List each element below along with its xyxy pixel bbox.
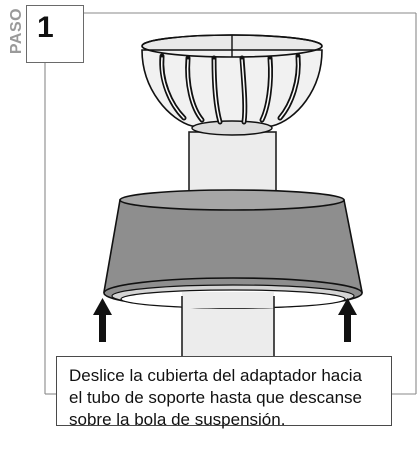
- up-arrow-icon: [93, 298, 112, 342]
- caption-line: el tubo de soporte hasta que descanse: [69, 388, 362, 407]
- instruction-caption: Deslice la cubierta del adaptador hacia …: [56, 356, 392, 429]
- coupling-cover: [103, 189, 363, 309]
- step-label: PASO: [8, 7, 26, 55]
- caption-line: sobre la bola de suspensión.: [69, 410, 286, 429]
- step-number: 1: [37, 11, 54, 44]
- up-arrow-icon: [338, 298, 357, 342]
- caption-line: Deslice la cubierta del adaptador hacia: [69, 366, 362, 385]
- hanger-ball: [141, 34, 323, 136]
- frame-lines: [44, 12, 417, 395]
- step-number-box: 1: [26, 5, 84, 63]
